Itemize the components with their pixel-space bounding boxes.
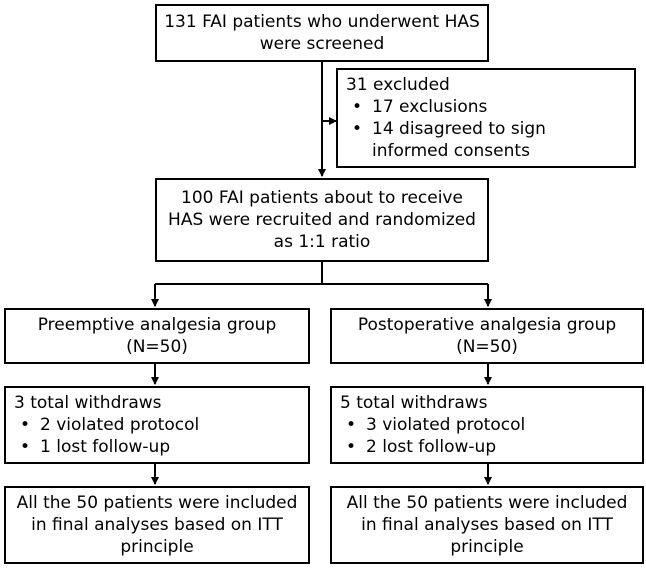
group-a-title: Preemptive analgesia group [37, 315, 277, 335]
withdraw-a-item: 1 lost follow-up [14, 436, 300, 458]
excluded-item: 17 exclusions [346, 96, 626, 118]
final-a-box: All the 50 patients were included in fin… [4, 486, 310, 564]
group-a-box: Preemptive analgesia group (N=50) [4, 308, 310, 364]
group-b-box: Postoperative analgesia group (N=50) [330, 308, 644, 364]
withdraw-a-box: 3 total withdraws 2 violated protocol 1 … [4, 386, 310, 464]
excluded-box: 31 excluded 17 exclusions 14 disagreed t… [336, 68, 636, 168]
final-a-text: All the 50 patients were included in fin… [16, 493, 298, 557]
withdraw-b-item: 2 lost follow-up [340, 436, 634, 458]
withdraw-b-item: 3 violated protocol [340, 414, 634, 436]
group-a-n: (N=50) [126, 337, 188, 357]
excluded-title: 31 excluded [346, 75, 450, 95]
withdraw-a-title: 3 total withdraws [14, 393, 162, 413]
excluded-list: 17 exclusions 14 disagreed to sign infor… [346, 96, 626, 162]
screened-text: 131 FAI patients who underwent HAS were … [164, 12, 480, 54]
withdraw-b-title: 5 total withdraws [340, 393, 488, 413]
final-b-box: All the 50 patients were included in fin… [330, 486, 644, 564]
group-b-n: (N=50) [456, 337, 518, 357]
excluded-item: 14 disagreed to sign informed consents [346, 118, 626, 162]
recruited-box: 100 FAI patients about to receive HAS we… [155, 178, 489, 262]
final-b-text: All the 50 patients were included in fin… [346, 493, 628, 557]
screened-box: 131 FAI patients who underwent HAS were … [155, 4, 489, 62]
withdraw-b-list: 3 violated protocol 2 lost follow-up [340, 414, 634, 458]
group-b-title: Postoperative analgesia group [357, 315, 617, 335]
recruited-text: 100 FAI patients about to receive HAS we… [168, 188, 476, 252]
withdraw-a-list: 2 violated protocol 1 lost follow-up [14, 414, 300, 458]
withdraw-b-box: 5 total withdraws 3 violated protocol 2 … [330, 386, 644, 464]
withdraw-a-item: 2 violated protocol [14, 414, 300, 436]
